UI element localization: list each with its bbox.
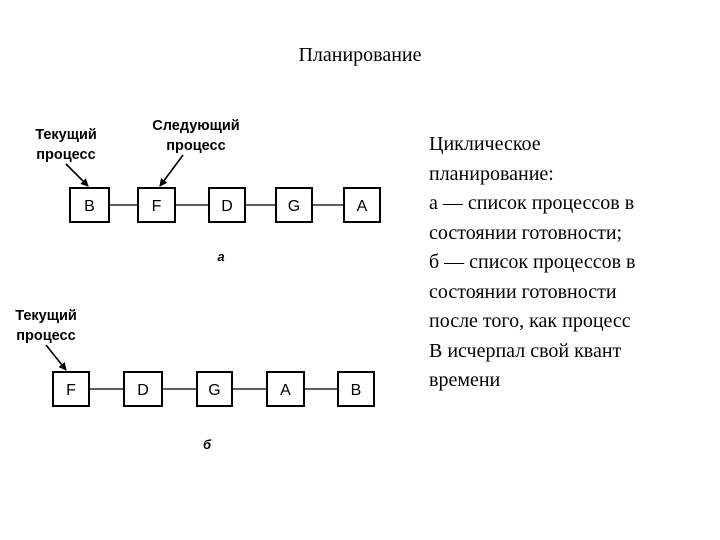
process-node-label: F	[152, 198, 162, 215]
current-process-arrow	[65, 163, 89, 187]
process-node	[123, 371, 163, 407]
current-process-label-line1: Текущий	[35, 127, 97, 143]
process-node	[266, 371, 305, 407]
diagram-sublabel: а	[217, 249, 224, 264]
caption-line: после того, как процесс	[429, 310, 631, 332]
caption-line: состоянии готовности;	[429, 221, 623, 244]
current-process-label-line1: Текущий	[15, 308, 77, 324]
process-node	[208, 187, 246, 223]
next-process-label-line2: процесс	[166, 138, 225, 154]
process-node-label: B	[84, 198, 95, 215]
diagram-b: Текущий процесс F D G A B б	[15, 308, 375, 452]
process-node-label: B	[351, 382, 362, 399]
diagram-a: Текущий процесс Следующий процесс B F D …	[35, 118, 381, 264]
caption-line: В исчерпал свой квант	[429, 339, 622, 362]
current-process-label-line2: процесс	[36, 147, 95, 163]
process-node	[275, 187, 313, 223]
current-process-label-line2: процесс	[16, 328, 75, 344]
caption-line: состоянии готовности	[429, 280, 617, 303]
caption-text: Циклическое планирование: а — список про…	[429, 130, 714, 396]
diagram-sublabel: б	[203, 437, 212, 452]
caption-line: б — список процессов в	[429, 251, 636, 273]
process-node-label: G	[288, 198, 300, 215]
next-process-label-line1: Следующий	[152, 118, 239, 134]
process-node-label: A	[280, 382, 291, 399]
slide-title: Планирование	[298, 44, 422, 66]
caption-line: а — список процессов в	[429, 192, 635, 214]
process-node	[337, 371, 375, 407]
caption-line: планирование:	[429, 162, 554, 185]
caption-line: Циклическое	[429, 133, 541, 155]
process-node	[137, 187, 176, 223]
process-node	[69, 187, 110, 223]
process-node	[196, 371, 233, 407]
process-node-label: D	[137, 382, 149, 399]
process-node-label: G	[208, 382, 220, 399]
process-node	[52, 371, 90, 407]
process-node	[343, 187, 381, 223]
process-node-label: F	[66, 382, 76, 399]
next-process-arrow	[159, 154, 184, 187]
caption-line: времени	[429, 369, 501, 391]
current-process-arrow	[45, 344, 67, 371]
process-node-label: A	[357, 198, 368, 215]
process-node-label: D	[221, 198, 233, 215]
